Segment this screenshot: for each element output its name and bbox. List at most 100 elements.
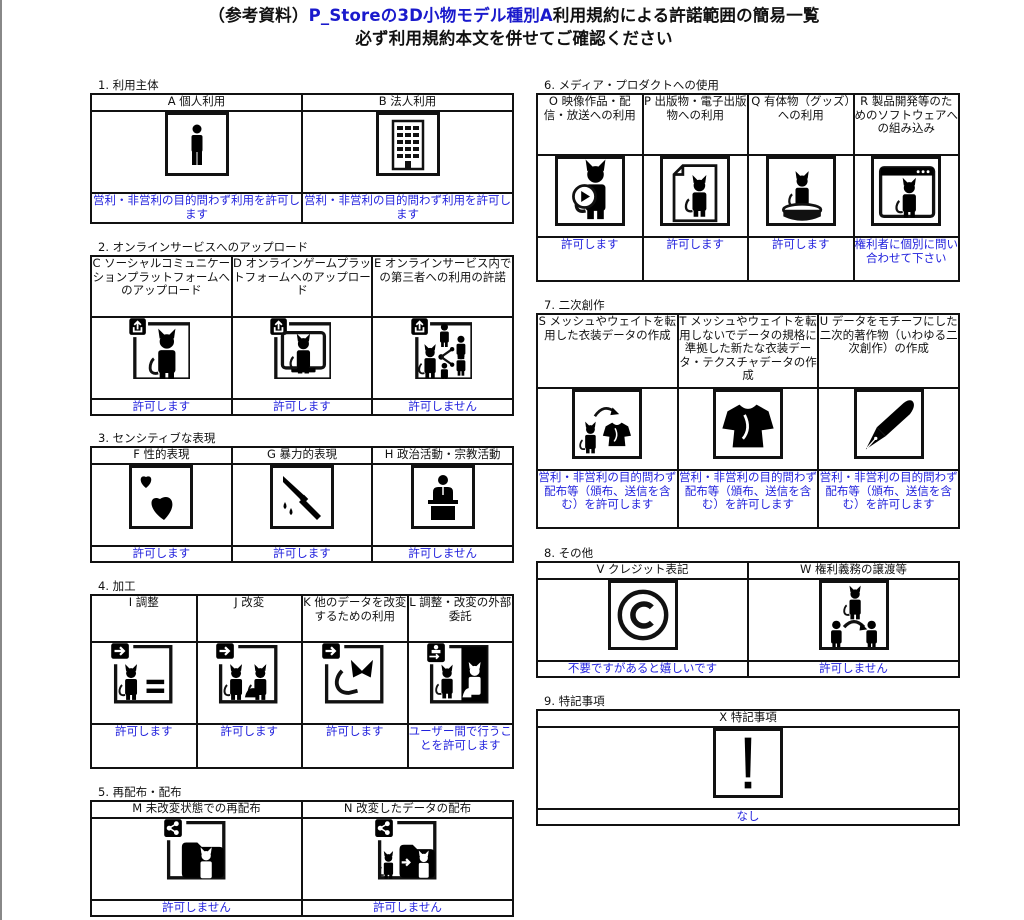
software-window-icon xyxy=(871,156,942,226)
status-text: 不要ですがあると嬉しいです xyxy=(536,660,749,678)
status-text: 許可しません xyxy=(90,899,303,917)
hearts-icon xyxy=(129,465,194,529)
person-icon xyxy=(164,112,229,176)
knife-icon xyxy=(269,465,334,529)
status-text: 営利・非営利の目的問わず配布等（頒布、送信を含む）を許可します xyxy=(536,469,679,529)
status-text: 営利・非営利の目的問わず配布等（頒布、送信を含む）を許可します xyxy=(817,469,960,529)
item-head: F 性的表現 xyxy=(90,446,233,465)
item-head: I 調整 xyxy=(90,594,198,643)
title-product-name: P_Storeの3D小物モデル種別A xyxy=(308,6,553,25)
outsource-icon xyxy=(427,643,493,707)
transfer-rights-icon xyxy=(818,580,889,650)
status-text: 営利・非営利の目的問わず利用を許可します xyxy=(90,192,303,224)
item-head: G 暴力的表現 xyxy=(230,446,374,465)
upload-share-icon xyxy=(410,317,475,382)
permission-table: X 特記事項 なし xyxy=(536,709,960,826)
upload-sns-icon xyxy=(128,317,194,382)
item-head: H 政治活動・宗教活動 xyxy=(371,446,514,465)
status-text: 許可します xyxy=(641,236,749,282)
section-special-notes: 9. 特記事項 X 特記事項 なし xyxy=(536,693,960,826)
section-others: 8. その他 V クレジット表記 W 権利義務の譲渡等 不要ですがあると嬉しいで… xyxy=(536,545,960,678)
item-head: T メッシュやウェイトを転用しないでデータの規格に準拠した新たな衣装データ・テク… xyxy=(676,313,820,389)
section-online-upload: 2. オンラインサービスへのアップロード C ソーシャルコミュニケーションプラッ… xyxy=(90,239,514,416)
podium-speaker-icon xyxy=(410,465,475,529)
page-subtitle: 必ず利用規約本文を併せてご確認ください xyxy=(355,29,673,48)
item-head: M 未改変状態での再配布 xyxy=(90,800,303,819)
status-text: 許可します xyxy=(90,545,233,563)
exclamation-icon xyxy=(713,728,783,798)
permission-table: F 性的表現 G 暴力的表現 H 政治活動・宗教活動 許可します 許可します 許… xyxy=(90,446,514,563)
office-building-icon xyxy=(375,112,440,176)
item-head: D オンラインゲームプラットフォームへのアップロード xyxy=(230,255,374,318)
status-text: 許可します xyxy=(747,236,855,282)
permission-table: A 個人利用 B 法人利用 営利・非営利の目的問わず利用を許可します 営利・非営… xyxy=(90,93,514,224)
section-derivative-works: 7. 二次創作 S メッシュやウェイトを転用した衣装データの作成 T メッシュや… xyxy=(536,297,960,529)
permission-table: I 調整 J 改変 K 他のデータを改変するための利用 L 調整・改変の外部委託… xyxy=(90,594,514,769)
status-text: 許可します xyxy=(90,398,233,416)
item-head: E オンラインサービス内での第三者への利用の許諾 xyxy=(371,255,514,318)
status-text: 許可しません xyxy=(371,398,514,416)
item-head: A 個人利用 xyxy=(90,93,303,112)
clothing-icon xyxy=(712,389,783,459)
section-redistribution: 5. 再配布・配布 M 未改変状態での再配布 N 改変したデータの配布 許可しま… xyxy=(90,784,514,917)
item-head: O 映像作品・配信・放送への利用 xyxy=(536,93,644,156)
distribute-modified-icon xyxy=(373,818,440,883)
permission-table: V クレジット表記 W 権利義務の譲渡等 不要ですがあると嬉しいです 許可しませ… xyxy=(536,561,960,678)
item-head: L 調整・改変の外部委託 xyxy=(406,594,514,643)
section-label: 8. その他 xyxy=(544,546,594,560)
item-head: W 権利義務の譲渡等 xyxy=(747,561,960,580)
permission-table: O 映像作品・配信・放送への利用 P 出版物・電子出版物への利用 Q 有体物（グ… xyxy=(536,93,960,282)
permission-table: M 未改変状態での再配布 N 改変したデータの配布 許可しません 許可しません xyxy=(90,800,514,917)
section-label: 7. 二次創作 xyxy=(544,298,605,312)
parts-use-icon xyxy=(320,642,387,707)
adjust-icon xyxy=(109,642,176,707)
item-head: V クレジット表記 xyxy=(536,561,749,580)
item-head: U データをモチーフにした二次的著作物（いわゆる二次創作）の作成 xyxy=(817,313,960,389)
status-text: 許可します xyxy=(90,723,198,769)
section-media-products: 6. メディア・プロダクトへの使用 O 映像作品・配信・放送への利用 P 出版物… xyxy=(536,77,960,282)
section-label: 3. センシティブな表現 xyxy=(98,431,216,445)
item-head: Q 有体物（グッズ）への利用 xyxy=(747,93,855,156)
item-head: S メッシュやウェイトを転用した衣装データの作成 xyxy=(536,313,679,389)
status-text: ユーザー間で行うことを許可します xyxy=(406,723,514,769)
section-label: 4. 加工 xyxy=(98,579,136,593)
item-head: B 法人利用 xyxy=(301,93,514,112)
status-text: 営利・非営利の目的問わず利用を許可します xyxy=(301,192,514,224)
section-label: 6. メディア・プロダクトへの使用 xyxy=(544,78,719,92)
mesh-clothing-icon xyxy=(572,389,643,459)
upload-game-icon xyxy=(269,317,334,382)
item-head: R 製品開発等のためのソフトウェアへの組み込み xyxy=(852,93,960,156)
status-text: 許可しません xyxy=(747,660,960,678)
section-label: 1. 利用主体 xyxy=(98,78,159,92)
section-processing: 4. 加工 I 調整 J 改変 K 他のデータを改変するための利用 L 調整・改… xyxy=(90,578,514,769)
section-usage-subject: 1. 利用主体 A 個人利用 B 法人利用 営利・非営利の目的問わず利用を許可し… xyxy=(90,77,514,224)
status-text: 許可しません xyxy=(371,545,514,563)
item-head: X 特記事項 xyxy=(536,709,960,728)
status-text: 許可します xyxy=(230,398,374,416)
status-text: なし xyxy=(536,808,960,826)
modify-icon xyxy=(215,642,282,707)
section-label: 9. 特記事項 xyxy=(544,694,605,708)
figure-goods-icon xyxy=(765,156,836,226)
status-text: 権利者に個別に問い合わせて下さい xyxy=(852,236,960,282)
page-title: （参考資料）P_Storeの3D小物モデル種別A利用規約による許諾範囲の簡易一覧 xyxy=(2,5,1024,27)
item-head: C ソーシャルコミュニケーションプラットフォームへのアップロード xyxy=(90,255,233,318)
status-text: 許可します xyxy=(536,236,644,282)
document-icon xyxy=(660,156,731,226)
title-prefix: （参考資料） xyxy=(208,6,309,25)
title-suffix: 利用規約による許諾範囲の簡易一覧 xyxy=(552,6,820,25)
redistribute-icon xyxy=(162,818,229,883)
pen-nib-icon xyxy=(853,389,924,459)
section-sensitive-expression: 3. センシティブな表現 F 性的表現 G 暴力的表現 H 政治活動・宗教活動 … xyxy=(90,430,514,563)
video-play-icon xyxy=(554,156,625,226)
status-text: 許可します xyxy=(195,723,303,769)
item-head: P 出版物・電子出版物への利用 xyxy=(641,93,749,156)
permission-table: S メッシュやウェイトを転用した衣装データの作成 T メッシュやウェイトを転用し… xyxy=(536,313,960,529)
item-head: K 他のデータを改変するための利用 xyxy=(301,594,409,643)
section-label: 2. オンラインサービスへのアップロード xyxy=(98,240,309,254)
status-text: 許可します xyxy=(230,545,374,563)
copyright-icon xyxy=(607,580,678,650)
permission-table: C ソーシャルコミュニケーションプラットフォームへのアップロード D オンライン… xyxy=(90,255,514,416)
status-text: 営利・非営利の目的問わず配布等（頒布、送信を含む）を許可します xyxy=(676,469,820,529)
item-head: J 改変 xyxy=(195,594,303,643)
